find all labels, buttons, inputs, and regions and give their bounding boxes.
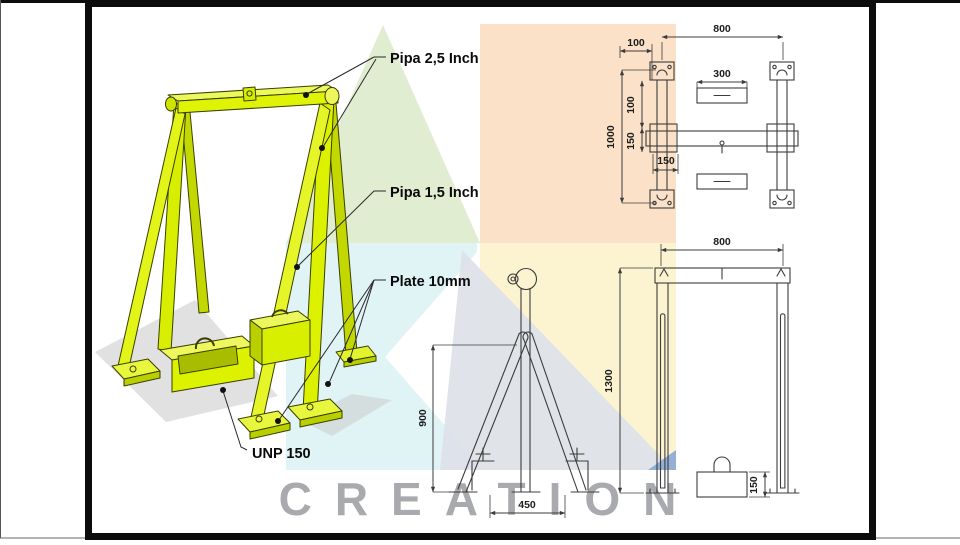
front-dim-150: 150 [748, 476, 760, 494]
plan-channel-plates [696, 87, 748, 190]
plan-dimensions: 100 800 300 1000 100 150 150 [605, 23, 784, 204]
plan-view: 100 800 300 1000 100 150 150 [605, 23, 799, 209]
front-view: 800 1300 150 [603, 236, 800, 498]
plan-dim-300: 300 [713, 68, 731, 80]
side-dimensions: 900 450 [417, 344, 566, 518]
leader-lines [222, 56, 386, 451]
front-dimensions: 800 1300 150 [603, 236, 784, 498]
iso-structure [111, 84, 377, 440]
side-structure [448, 267, 600, 493]
plan-feet [649, 61, 795, 209]
label-pipa-25: Pipa 2,5 Inch [390, 51, 479, 67]
watermark-blue-triangle [648, 450, 676, 470]
plan-dim-800: 800 [713, 23, 731, 35]
plan-dim-100-left: 100 [625, 96, 637, 114]
watermark-peach-square [480, 24, 676, 243]
plan-dim-150-left: 150 [625, 132, 637, 150]
watermark-text: CREATION [279, 473, 700, 525]
plan-dim-100-top: 100 [627, 37, 645, 49]
front-dim-1300: 1300 [603, 369, 615, 393]
label-unp-150: UNP 150 [252, 446, 311, 462]
front-structure [645, 267, 800, 498]
label-plate-10mm: Plate 10mm [390, 274, 471, 290]
iso-annotations: Pipa 2,5 Inch Pipa 1,5 Inch Plate 10mm U… [220, 51, 479, 462]
iso-shadow-right [300, 394, 392, 436]
front-dim-800: 800 [713, 236, 731, 248]
side-dim-450: 450 [518, 499, 536, 511]
iso-view: Pipa 2,5 Inch Pipa 1,5 Inch Plate 10mm U… [95, 51, 479, 462]
plan-dim-150-bottom: 150 [657, 155, 675, 167]
side-view: 900 450 [417, 267, 600, 518]
side-dim-900: 900 [417, 409, 429, 427]
drawing-border [85, 0, 876, 540]
leader-dots [220, 92, 353, 424]
plan-beam [645, 123, 799, 154]
plan-dim-1000: 1000 [605, 125, 617, 149]
plan-rails [656, 79, 788, 191]
label-pipa-15: Pipa 1,5 Inch [390, 185, 479, 201]
